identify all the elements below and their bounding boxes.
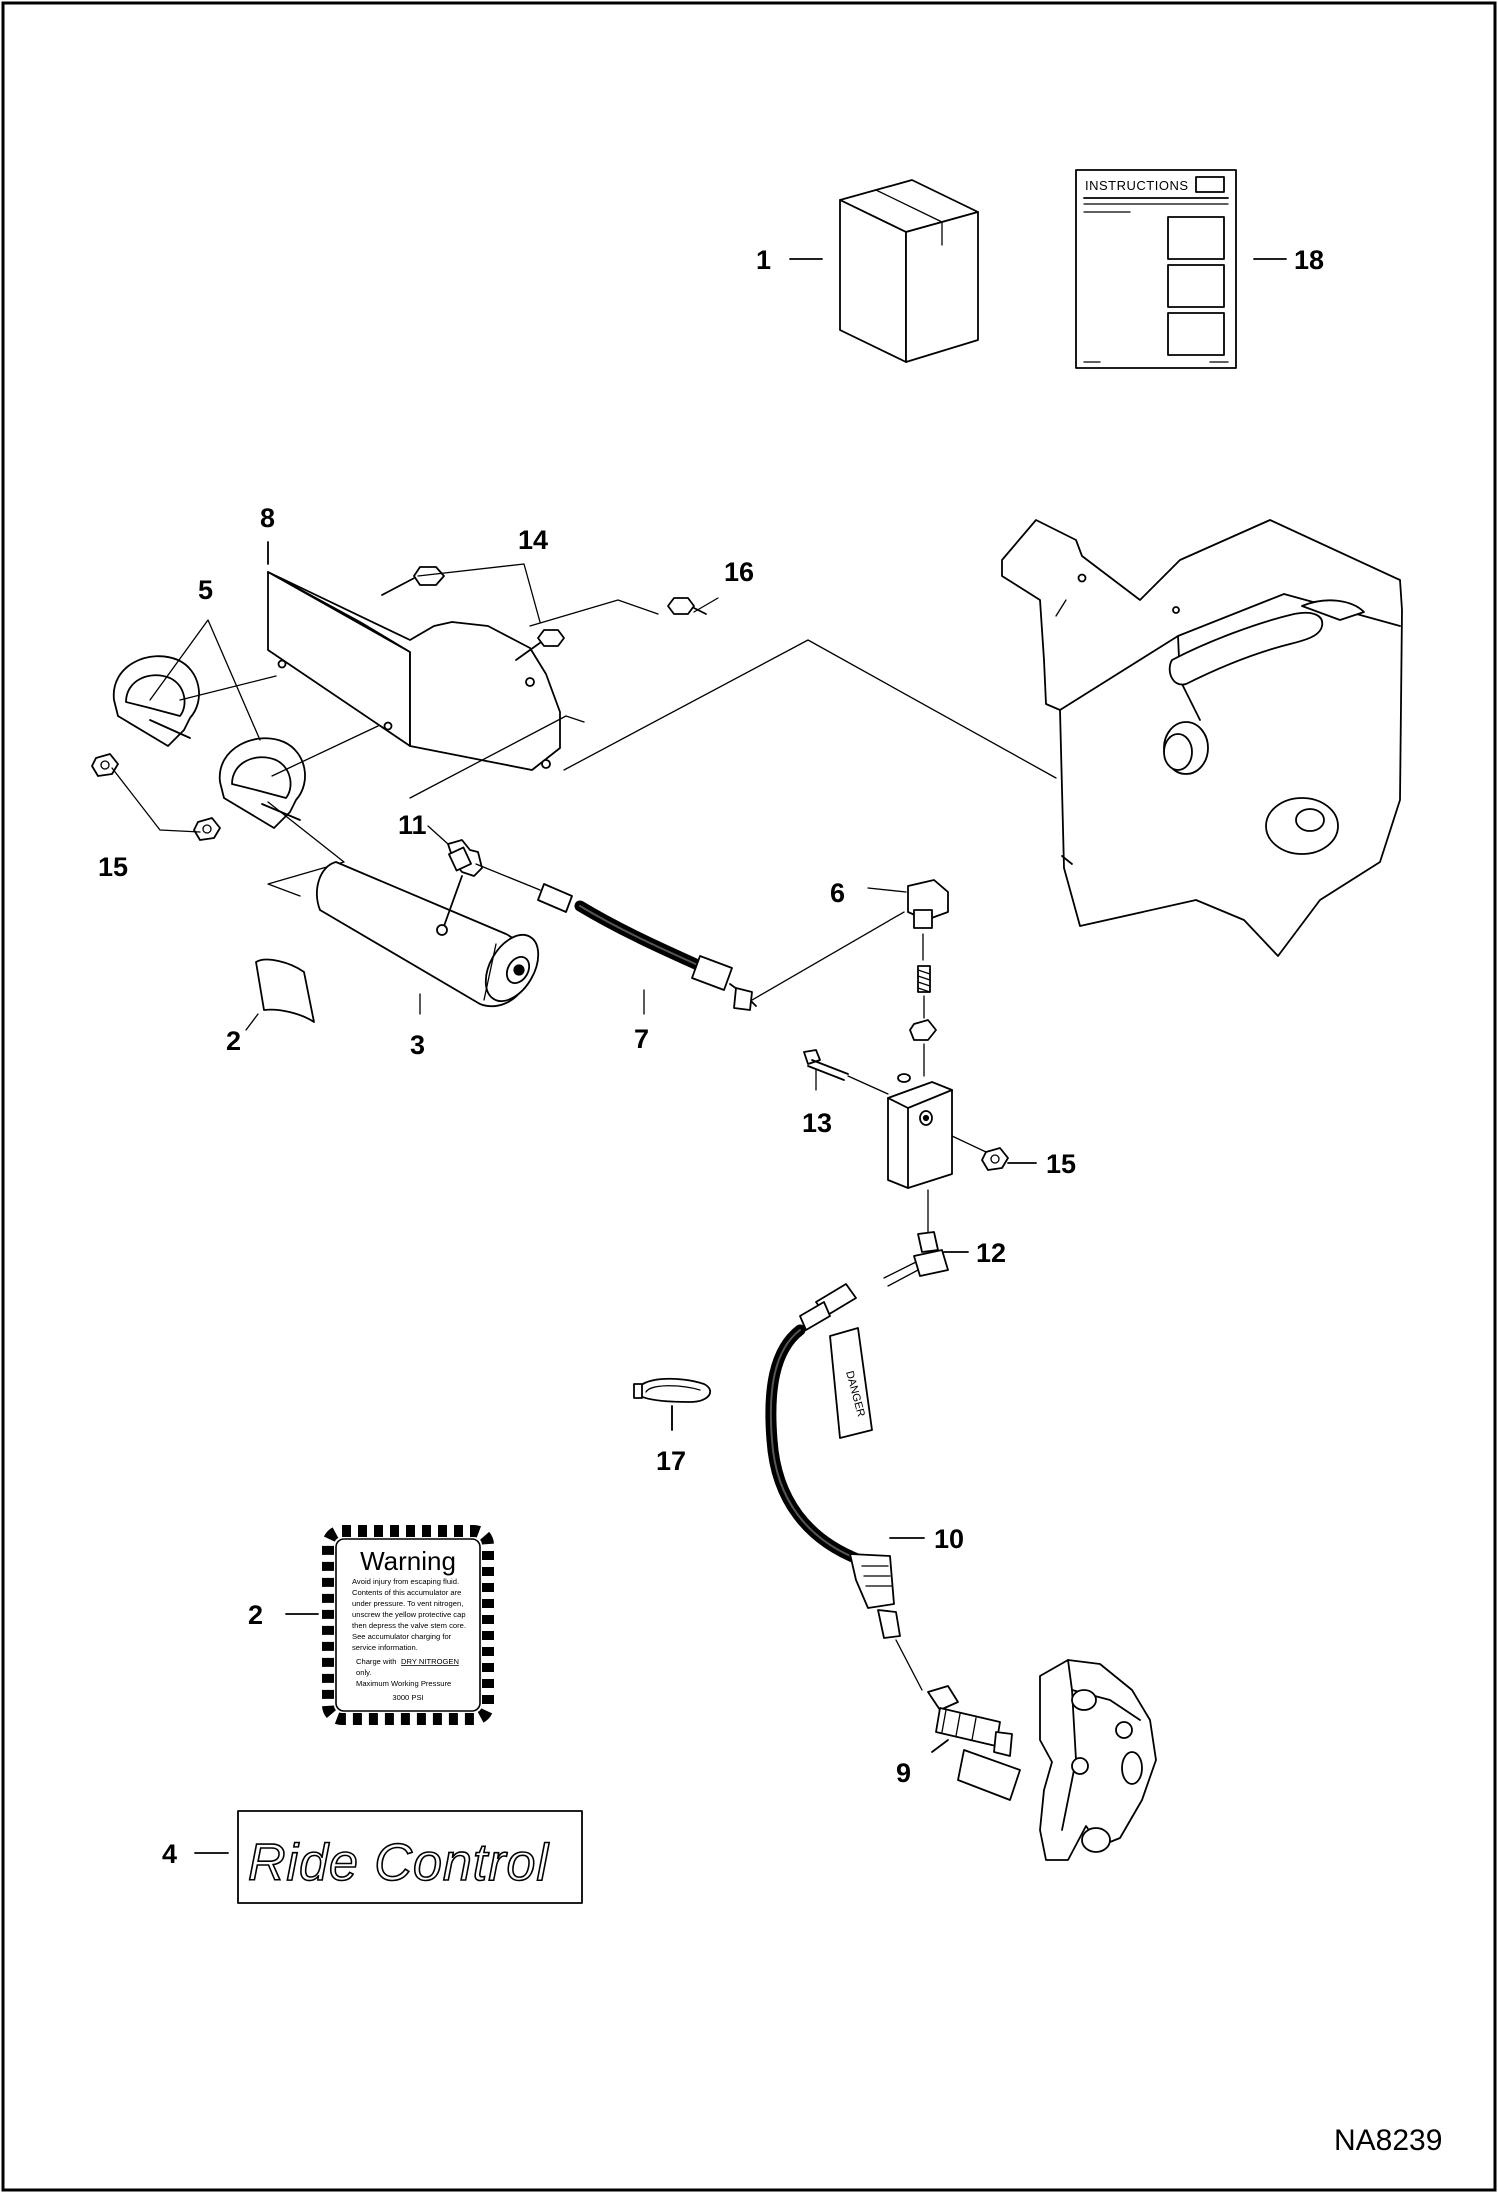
kit-box: [839, 179, 979, 363]
assembly-lines-bracket: [111, 599, 1057, 897]
document-id: NA8239: [1334, 2124, 1442, 2157]
fitting-9: [927, 1685, 1021, 1801]
callout-17: 17: [656, 1446, 686, 1476]
callout-16: 16: [724, 557, 754, 587]
warning-charge-gas: DRY NITROGEN: [401, 1657, 459, 1666]
check-spring: [909, 965, 937, 1077]
hose-danger-tag: DANGER: [829, 1327, 873, 1439]
bolt-14b: [515, 629, 565, 661]
bolt-16: [667, 597, 707, 615]
callout-2b: 2: [248, 1600, 263, 1630]
callout-1: 1: [756, 245, 771, 275]
accumulator-decal-strip: [255, 958, 315, 1023]
hose-10: [765, 1283, 923, 1691]
accumulator: [315, 861, 540, 1008]
nut-15b: [193, 817, 221, 841]
warning-line-3: under pressure. To vent nitrogen,: [352, 1599, 463, 1608]
warning-charge-prefix: Charge with: [356, 1657, 397, 1666]
warning-line-4: unscrew the yellow protective cap: [352, 1610, 466, 1619]
tee-fitting-12: [883, 1231, 949, 1287]
callout-6: 6: [830, 878, 845, 908]
callout-leaders: [149, 258, 1287, 1854]
warning-pressure-value: 3000 PSI: [392, 1693, 423, 1702]
nut-15a: [91, 753, 119, 777]
callout-10: 10: [934, 1524, 964, 1554]
instruction-sheet: INSTRUCTIONS: [1075, 169, 1237, 369]
instruction-title: INSTRUCTIONS: [1085, 178, 1189, 193]
callout-11: 11: [398, 810, 427, 840]
bolt-14a: [381, 566, 445, 596]
callout-15b: 15: [1046, 1149, 1076, 1179]
ride-control-text: Ride Control: [248, 1834, 549, 1892]
ride-control-decal: Ride Control: [237, 1810, 583, 1904]
warning-charge-suffix: only.: [356, 1668, 371, 1677]
callout-5: 5: [198, 575, 213, 605]
warning-line-2: Contents of this accumulator are: [352, 1588, 461, 1597]
callout-4: 4: [162, 1839, 177, 1869]
clamp-lower: [219, 737, 306, 829]
callout-labels: 1 18 8 14 16 5 15 11 6 2 3 7 13 15 12 17…: [98, 245, 1324, 1869]
mounting-bracket: [267, 571, 561, 771]
control-valve: [1039, 1659, 1157, 1861]
elbow-fitting-6: [907, 879, 949, 961]
clamp-upper: [113, 655, 200, 747]
callout-9: 9: [896, 1758, 911, 1788]
elbow-fitting-11: [436, 839, 541, 936]
warning-line-7: service information.: [352, 1643, 418, 1652]
callout-12: 12: [976, 1238, 1006, 1268]
warning-line-6: See accumulator charging for: [352, 1632, 452, 1641]
callout-7: 7: [634, 1024, 649, 1054]
warning-line-1: Avoid injury from escaping fluid.: [352, 1577, 459, 1586]
callout-8: 8: [260, 503, 275, 533]
loader-frame: [1001, 519, 1403, 957]
warning-pressure-label: Maximum Working Pressure: [356, 1679, 451, 1688]
callout-14: 14: [518, 525, 548, 555]
valve-block: [887, 1073, 953, 1233]
warning-title: Warning: [360, 1546, 456, 1576]
callout-13: 13: [802, 1108, 832, 1138]
nut-15c: [951, 1135, 1009, 1171]
warning-decal: Warning Avoid injury from escaping fluid…: [322, 1525, 494, 1725]
bolt-13: [803, 1049, 889, 1095]
hose-7: [537, 883, 905, 1011]
warning-line-5: then depress the valve stem core.: [352, 1621, 466, 1630]
callout-18: 18: [1294, 245, 1324, 275]
callout-15a: 15: [98, 852, 128, 882]
callout-3: 3: [410, 1030, 425, 1060]
callout-2a: 2: [226, 1026, 241, 1056]
